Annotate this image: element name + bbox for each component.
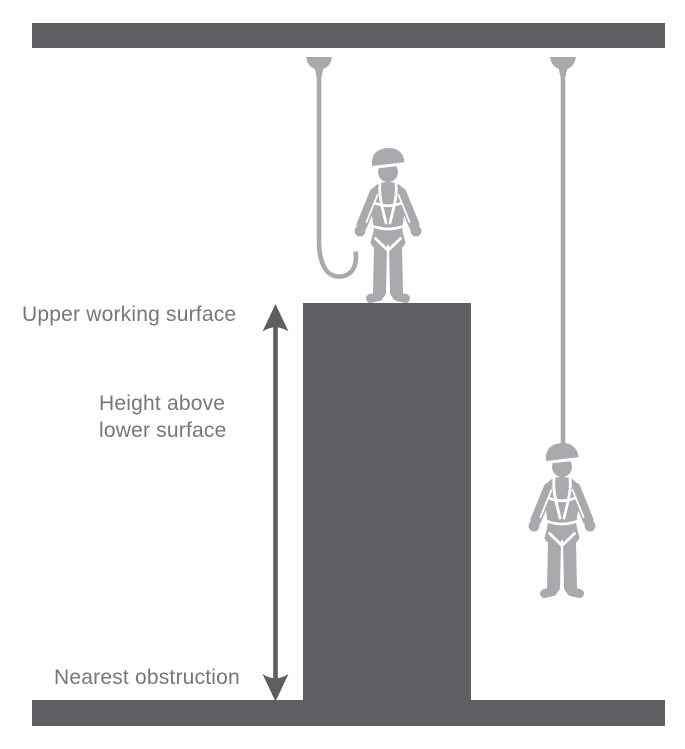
worker-suspended-icon bbox=[529, 443, 596, 594]
height-arrow bbox=[262, 304, 289, 702]
lanyard-cable bbox=[316, 68, 359, 279]
height-label-line1: Height above bbox=[99, 392, 226, 415]
height-label-line2: lower surface bbox=[99, 419, 227, 442]
floor-nearest-obstruction bbox=[32, 700, 665, 726]
height-above-lower-surface-label: Height above lower surface bbox=[99, 390, 226, 444]
worker-standing-icon bbox=[355, 148, 422, 299]
nearest-obstruction-label: Nearest obstruction bbox=[54, 666, 240, 689]
arrow-down-head bbox=[262, 674, 289, 702]
upper-working-surface-label: Upper working surface bbox=[22, 303, 237, 326]
arrow-up-head bbox=[262, 304, 289, 332]
ceiling-beam bbox=[32, 23, 665, 48]
upper-working-surface-column bbox=[303, 303, 471, 703]
